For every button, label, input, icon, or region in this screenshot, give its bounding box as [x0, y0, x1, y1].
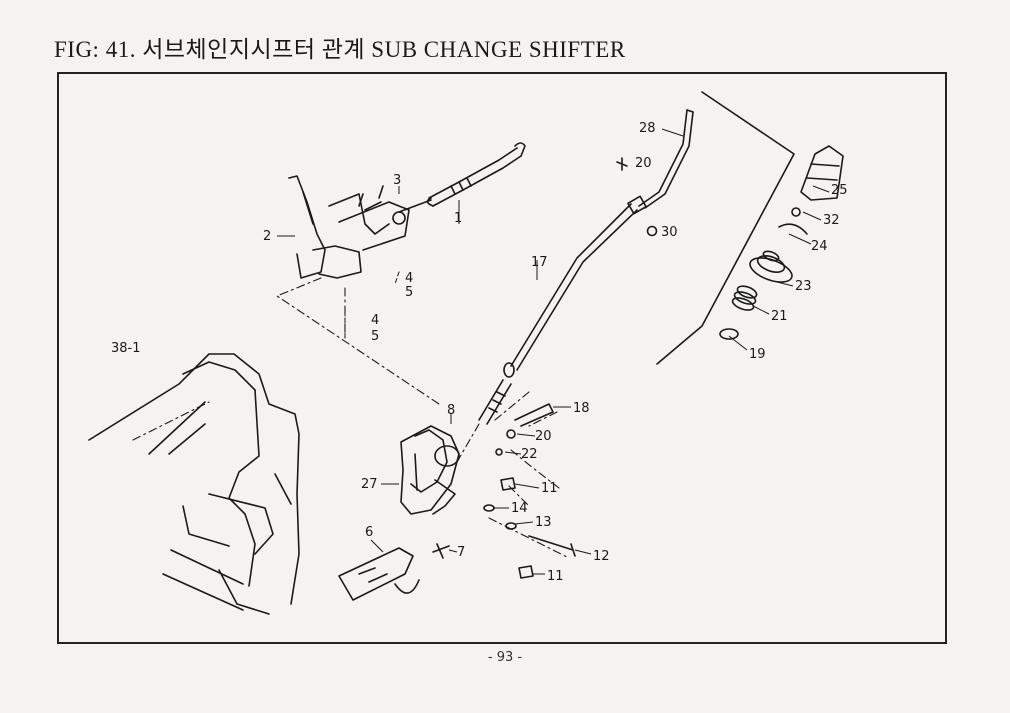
small-part-lines: [344, 271, 400, 337]
callout-5a: 5: [405, 285, 413, 300]
callout-leaders: [277, 128, 830, 575]
bolt-part-18: [514, 403, 554, 427]
lever-rod-part: [627, 109, 694, 215]
bolt-part-11a: [500, 477, 516, 491]
snap-ring-part: [719, 328, 739, 340]
callout-20b: 20: [535, 429, 552, 444]
callout-3: 3: [393, 173, 401, 188]
diagram-frame: 28 20 30 25 32 24 23 21 19 3 2 1 4 5 4 5…: [57, 72, 947, 644]
callout-30: 30: [661, 225, 678, 240]
callout-11a: 11: [541, 481, 558, 496]
nut-part: [791, 207, 801, 217]
callout-18: 18: [573, 401, 590, 416]
callout-4a: 4: [405, 271, 413, 286]
callout-12: 12: [593, 549, 610, 564]
bolt-part-12: [528, 535, 576, 557]
callout-13: 13: [535, 515, 552, 530]
exploded-view-diagram: 28 20 30 25 32 24 23 21 19 3 2 1 4 5 4 5…: [88, 91, 848, 615]
callout-8: 8: [447, 403, 455, 418]
callout-22: 22: [521, 447, 538, 462]
callout-2: 2: [263, 229, 271, 244]
shift-knob-part: [800, 145, 844, 201]
callout-28: 28: [639, 121, 656, 136]
bolt-part-7: [432, 543, 450, 559]
boot-part: [749, 250, 793, 283]
clip-part: [778, 223, 808, 235]
figure-title: FIG: 41. 서브체인지시프터 관계 SUB CHANGE SHIFTER: [54, 37, 626, 62]
bolt-part-11b: [518, 565, 534, 579]
lever-panel-outline: [656, 91, 795, 365]
washer-part-13: [505, 522, 517, 530]
transmission-housing: [88, 353, 300, 615]
callout-1: 1: [454, 211, 462, 226]
callout-19: 19: [749, 347, 766, 362]
shift-rod-part: [478, 203, 638, 425]
page-number: - 93 -: [487, 650, 523, 665]
shift-bracket-part: [400, 425, 460, 515]
shifter-arm-part: [338, 185, 432, 251]
nut-part-30: [646, 225, 658, 237]
washer-part-14: [483, 504, 495, 512]
shifter-shaft-part: [426, 142, 526, 207]
callout-7: 7: [457, 545, 465, 560]
callout-11b: 11: [547, 569, 564, 584]
washer-part-22: [495, 448, 503, 456]
callout-14: 14: [511, 501, 528, 516]
callout-5b: 5: [371, 329, 379, 344]
callout-20a: 20: [635, 156, 652, 171]
callout-17: 17: [531, 255, 548, 270]
callout-38-1: 38-1: [111, 341, 141, 356]
washer-part-20: [506, 429, 516, 439]
callout-27: 27: [361, 477, 378, 492]
pin-part-top: [616, 157, 628, 171]
leader-dash-lines: [132, 277, 570, 559]
callout-24: 24: [811, 239, 828, 254]
callout-23: 23: [795, 279, 812, 294]
plate-part: [338, 547, 420, 601]
callout-25: 25: [831, 183, 848, 198]
callout-32: 32: [823, 213, 840, 228]
callout-21: 21: [771, 309, 788, 324]
spring-part: [731, 285, 758, 311]
callout-6: 6: [365, 525, 373, 540]
callout-4b: 4: [371, 313, 379, 328]
shift-fork-part: [288, 175, 390, 279]
